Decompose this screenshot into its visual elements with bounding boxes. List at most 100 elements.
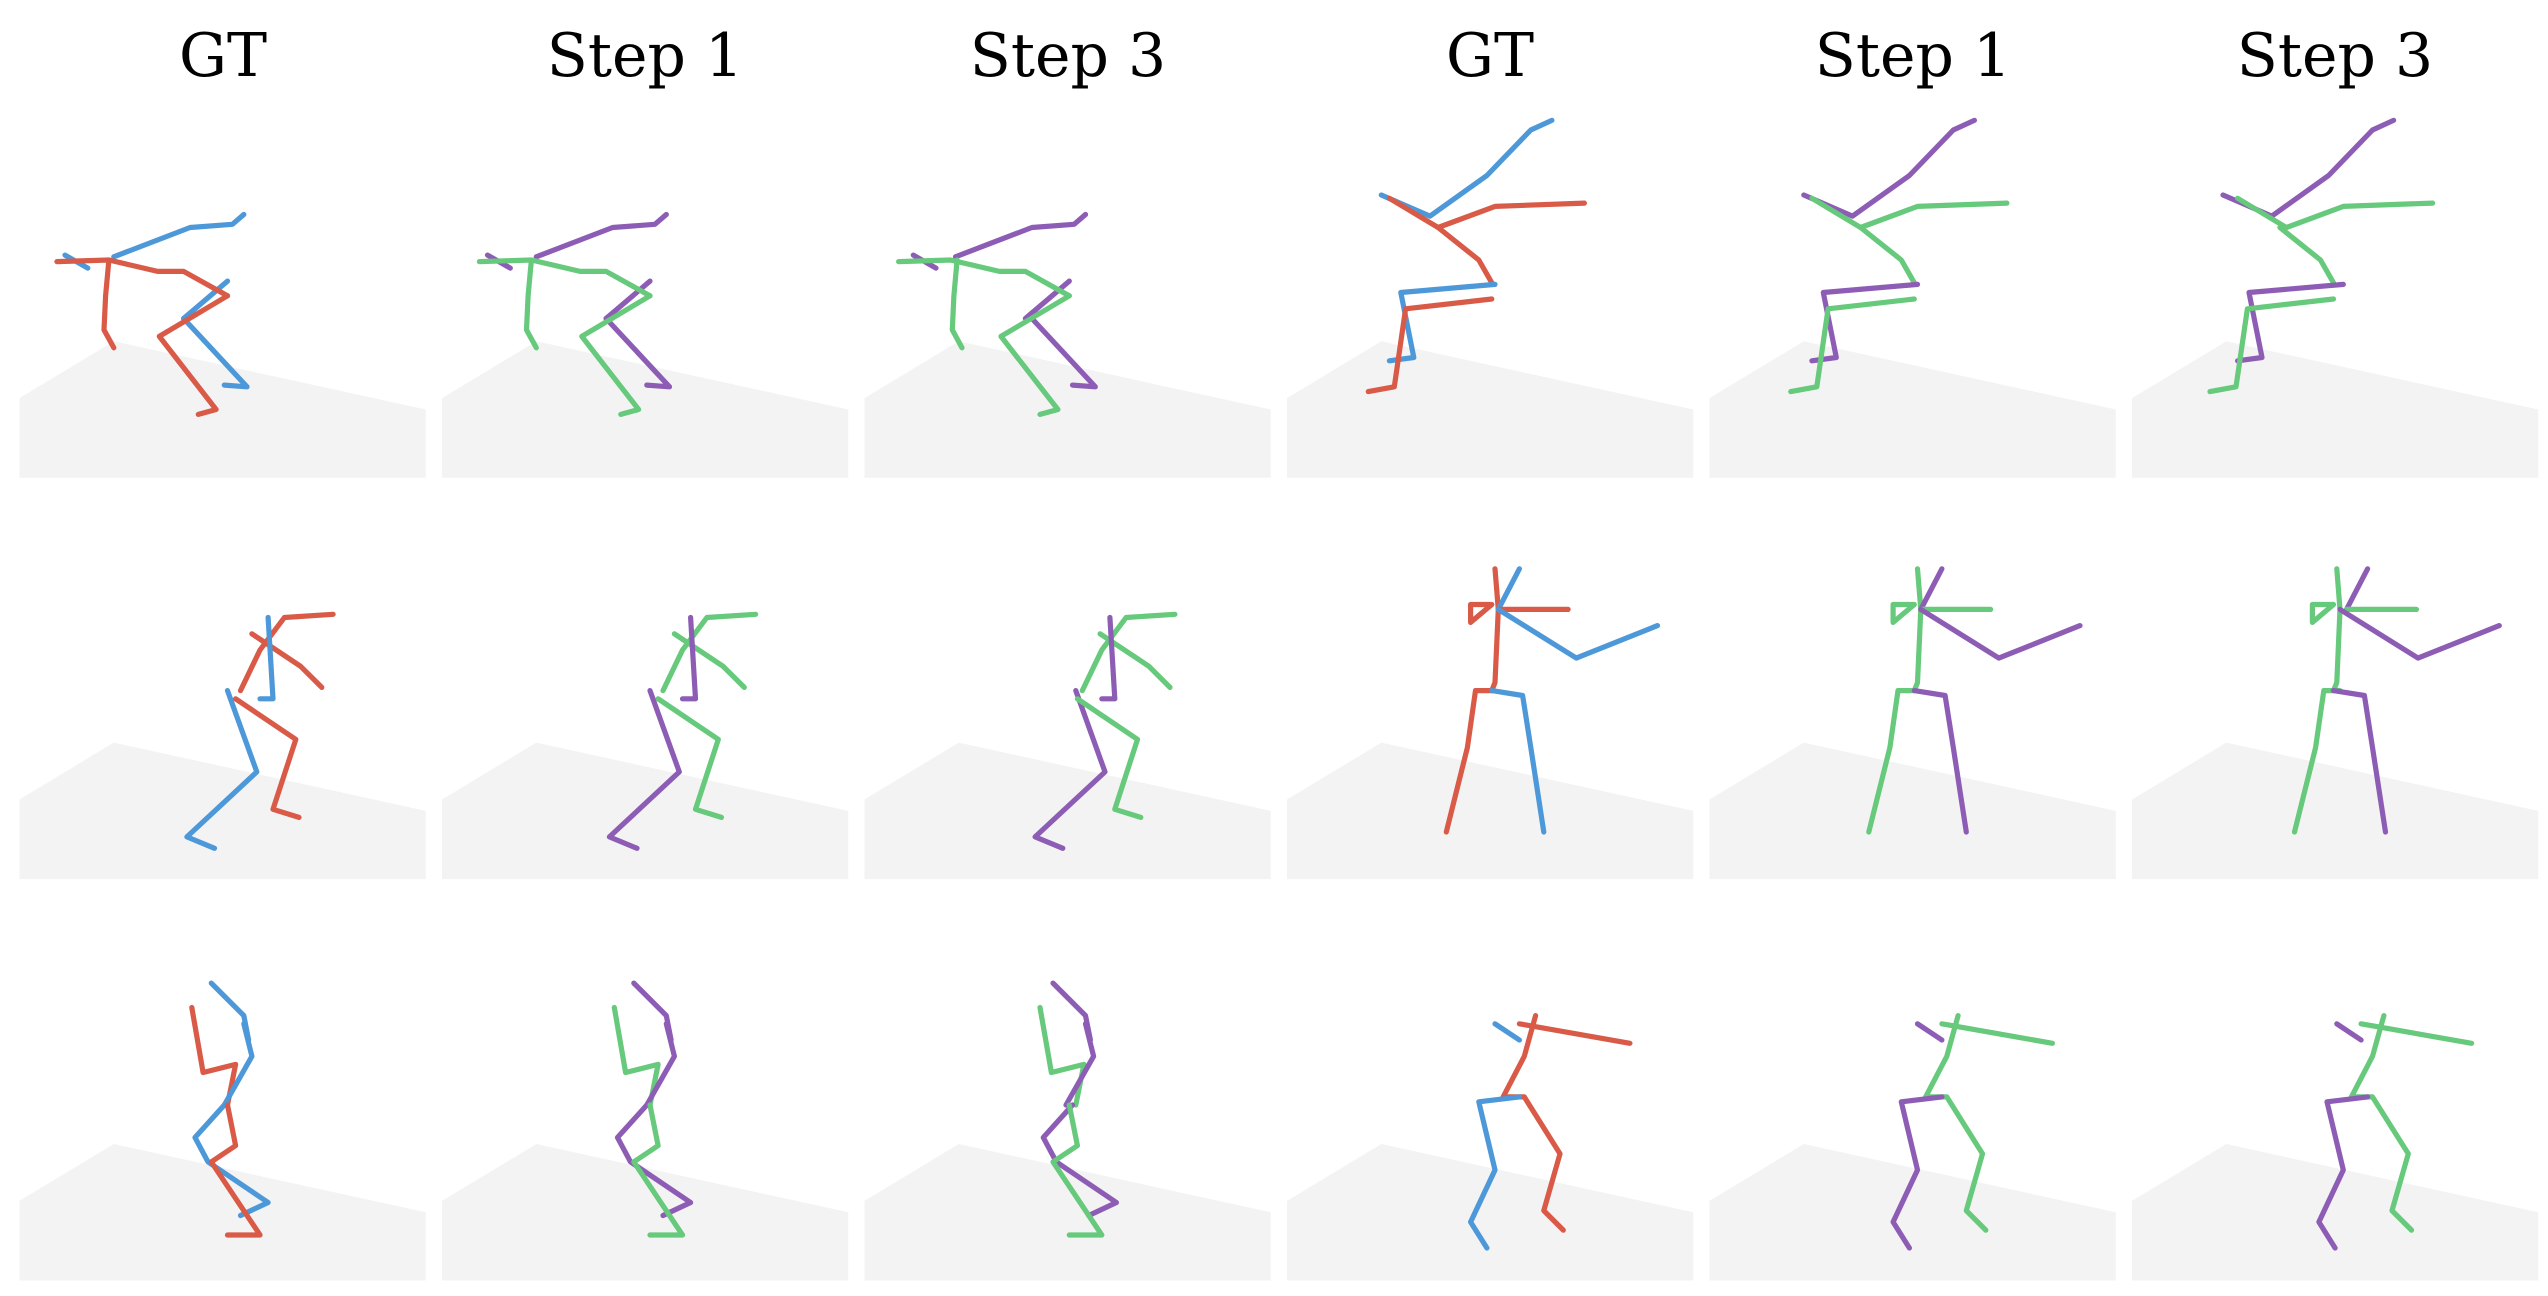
skeleton-limb-side-b: [603, 315, 673, 390]
ground-plane: [864, 742, 1271, 880]
skeleton-limb-side-a: [1857, 224, 1917, 286]
predicted-skeleton: [1890, 1012, 2055, 1251]
skeleton-limb-side-b: [2330, 687, 2389, 835]
panel-row3-step1-1: [442, 980, 849, 1281]
skeleton-limb-side-a: [2235, 195, 2436, 231]
skeleton-limb-side-b: [1063, 1021, 1097, 1108]
ground-plane: [19, 341, 426, 478]
skeleton-limb-side-b: [1492, 1021, 1523, 1043]
panel-row1-step1-2: [1709, 117, 2116, 478]
ground-plane: [1287, 341, 1694, 478]
skeleton-limb-side-b: [1467, 1094, 1523, 1251]
skeleton-limb-side-b: [1099, 614, 1118, 702]
ground-plane: [442, 341, 849, 478]
skeleton-limb-side-a: [1386, 195, 1588, 231]
skeleton-limb-side-a: [1911, 566, 1924, 694]
ground-plane: [864, 1144, 1271, 1281]
panel-row3-gt-1: [19, 980, 426, 1281]
predicted-skeleton: [1788, 117, 2010, 395]
ground-plane: [864, 341, 1271, 478]
panel-row2-step1-1: [442, 611, 849, 880]
panel-row1-step3-1: [864, 211, 1271, 478]
skeleton-limb-side-b: [1918, 606, 2083, 661]
skeleton-limb-side-a: [1050, 1102, 1105, 1238]
skeleton-limb-side-a: [579, 293, 653, 417]
ground-plane: [1287, 742, 1694, 880]
skeleton-limb-side-a: [1809, 195, 2010, 231]
skeleton-limb-side-a: [2348, 1012, 2415, 1233]
panels-grid: [19, 117, 2539, 1281]
skeleton-limb-side-b: [1022, 278, 1072, 322]
panel-row1-step3-2: [2132, 117, 2539, 478]
panel-row3-step3-2: [2132, 1012, 2539, 1281]
skeleton-limb-side-b: [1809, 281, 1921, 364]
ground-plane: [2132, 742, 2539, 880]
skeleton-limb-side-a: [1922, 1012, 1989, 1233]
skeleton-limb-side-b: [2334, 1021, 2364, 1043]
skeleton-limb-side-a: [476, 257, 653, 299]
panel-row1-step1-1: [442, 211, 849, 478]
skeleton-limb-side-b: [1495, 606, 1661, 661]
panel-row2-gt-2: [1287, 566, 1694, 880]
column-title-step1-2: Step 1: [1815, 21, 2011, 91]
skeleton-limb-side-a: [895, 257, 1072, 299]
skeleton-limb-side-b: [111, 211, 247, 260]
skeleton-limb-side-a: [1074, 696, 1144, 821]
predicted-skeleton: [2207, 117, 2436, 395]
skeleton-limb-side-b: [614, 1102, 694, 1219]
column-title-step3-1: Step 3: [970, 21, 1166, 91]
skeleton-limb-side-b: [1911, 687, 1969, 835]
skeleton-limb-side-a: [1516, 1021, 1633, 1046]
skeleton-limb-side-b: [606, 687, 682, 851]
skeleton-limb-side-a: [237, 611, 336, 694]
skeleton-limb-side-b: [631, 980, 674, 1043]
skeleton-limb-side-a: [249, 631, 325, 691]
ground-plane: [1709, 1144, 2116, 1281]
column-title-step1-1: Step 1: [547, 21, 743, 91]
skeleton-limb-side-a: [655, 696, 725, 821]
skeleton-limb-side-a: [1435, 224, 1495, 286]
skeleton-limb-side-b: [1801, 117, 1978, 219]
skeleton-limb-side-b: [221, 1021, 255, 1108]
skeleton-limb-side-b: [952, 211, 1089, 260]
skeleton-limb-side-b: [644, 1021, 678, 1108]
skeleton-limb-side-b: [1914, 1021, 1945, 1043]
predicted-skeleton: [1866, 566, 2083, 835]
skeleton-limb-side-a: [1467, 601, 1495, 626]
predicted-skeleton: [611, 980, 694, 1238]
ground-plane: [1709, 341, 2116, 478]
predicted-skeleton: [895, 211, 1098, 417]
skeleton-limb-side-b: [679, 614, 699, 702]
skeleton-limb-side-a: [101, 257, 117, 351]
skeleton-limb-side-a: [671, 631, 747, 691]
panel-row1-gt-2: [1287, 117, 1694, 478]
ground-plane: [1287, 1144, 1694, 1281]
skeleton-limb-side-a: [2207, 296, 2337, 395]
ground-plane: [442, 1144, 849, 1281]
skeleton-limb-side-b: [1378, 117, 1555, 219]
skeleton-limb-side-a: [1866, 687, 1917, 835]
ground-plane: [442, 742, 849, 880]
skeleton-limb-side-a: [1489, 566, 1501, 694]
skeleton-limb-side-b: [1489, 687, 1547, 835]
panel-row2-step1-2: [1709, 566, 2116, 880]
skeleton-limb-side-b: [1495, 566, 1523, 613]
column-title-step3-2: Step 3: [2237, 21, 2433, 91]
skeleton-limb-side-a: [1097, 631, 1173, 691]
ground-truth-skeleton: [1365, 117, 1588, 395]
skeleton-limb-side-a: [208, 1102, 263, 1238]
ground-plane: [1709, 742, 2116, 880]
skeleton-limb-side-a: [1365, 296, 1495, 395]
skeleton-limb-side-b: [1029, 315, 1098, 390]
ground-truth-skeleton: [184, 611, 336, 851]
ground-truth-skeleton: [189, 980, 271, 1238]
skeleton-limb-side-b: [192, 1102, 271, 1219]
skeleton-limb-side-a: [2309, 601, 2337, 626]
skeleton-limb-side-b: [181, 315, 250, 390]
predicted-skeleton: [2316, 1012, 2475, 1251]
predicted-skeleton: [2291, 566, 2502, 835]
skeleton-limb-side-a: [631, 1102, 686, 1238]
ground-truth-skeleton: [54, 211, 250, 417]
predicted-skeleton: [476, 211, 673, 417]
